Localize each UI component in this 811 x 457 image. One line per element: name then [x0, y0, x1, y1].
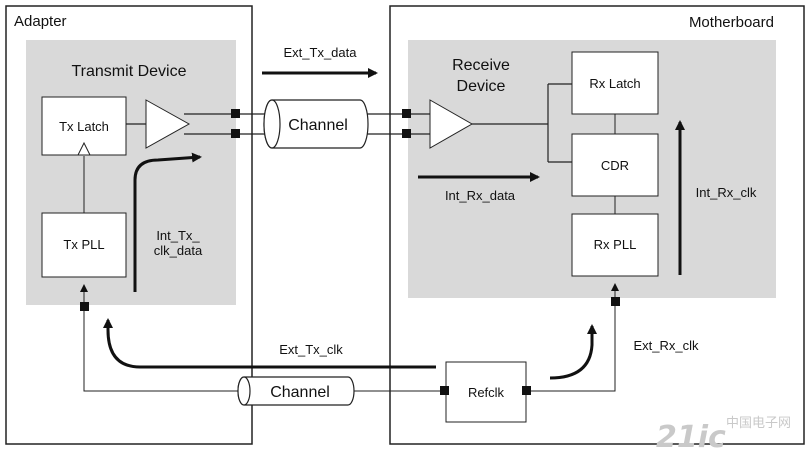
tx-latch-block — [41, 96, 127, 156]
rx-pll-label: Rx PLL — [594, 237, 637, 252]
cdr-label: CDR — [601, 158, 629, 173]
refclk-pin-right — [522, 386, 531, 395]
watermark-subtext: 中国电子网 — [726, 416, 791, 431]
receive-device-title-line1: Receive — [452, 57, 510, 74]
tx-pll-block — [41, 212, 127, 278]
refclk-pin-left — [440, 386, 449, 395]
rx-pin-n — [402, 129, 411, 138]
clock-channel-cylinder — [237, 376, 355, 406]
tx-pll-label: Tx PLL — [63, 237, 104, 252]
rx-pll-clk-pin — [611, 297, 620, 306]
data-channel-label: Channel — [288, 117, 348, 134]
refclk-block — [445, 361, 527, 423]
transmit-device-title: Transmit Device — [72, 63, 187, 80]
int-tx-clk-data-label-line1: Int_Tx_ — [156, 228, 200, 243]
refclk-to-tx-pll-line — [80, 284, 238, 392]
tx-pin-p — [231, 109, 240, 118]
tx-latch-label: Tx Latch — [59, 119, 109, 134]
int-tx-clk-data-label-line2: clk_data — [154, 243, 203, 258]
int-tx-clk-data-arrow — [133, 152, 202, 292]
data-channel-cylinder — [263, 99, 369, 149]
receive-device-title-line2: Device — [457, 78, 506, 95]
rx-latch-label: Rx Latch — [589, 76, 640, 91]
ext-tx-clk-arrow — [103, 318, 436, 369]
rx-latch-block — [571, 51, 659, 115]
ext-tx-clk-label: Ext_Tx_clk — [279, 342, 343, 357]
ext-rx-clk-label: Ext_Rx_clk — [633, 338, 699, 353]
ext-tx-data-label: Ext_Tx_data — [284, 45, 358, 60]
rx-pll-block — [571, 213, 659, 277]
rx-pin-p — [402, 109, 411, 118]
tx-pin-n — [231, 129, 240, 138]
clock-channel-label: Channel — [270, 384, 330, 401]
motherboard-title: Motherboard — [689, 14, 774, 31]
cdr-block — [571, 133, 659, 197]
refclk-label: Refclk — [468, 385, 505, 400]
adapter-title: Adapter — [14, 13, 67, 30]
watermark-logo: 21ic — [656, 420, 726, 455]
tx-pll-clk-pin — [80, 302, 89, 311]
rx-buffer-icon — [429, 99, 474, 149]
int-rx-clk-label: Int_Rx_clk — [696, 185, 757, 200]
ext-rx-clk-arrow — [549, 324, 597, 380]
int-rx-data-label: Int_Rx_data — [445, 188, 516, 203]
clock-input-icon — [77, 141, 91, 156]
refclk-to-rx-pll-line — [531, 283, 619, 392]
